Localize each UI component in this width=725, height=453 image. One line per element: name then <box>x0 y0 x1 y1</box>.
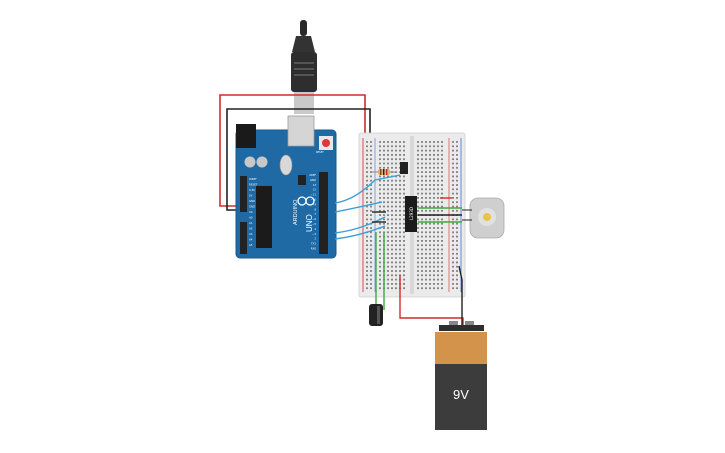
arduino-uno[interactable]: ARDUINO UNO RESET AREFGND1312~11~10~987~… <box>235 115 337 259</box>
capacitor[interactable] <box>369 304 383 326</box>
power-pin-label: GND <box>249 199 255 203</box>
digital-pin-label: 7 <box>314 212 316 216</box>
digital-pin-label: ~3 <box>312 232 316 236</box>
battery-voltage-label: 9V <box>453 387 469 402</box>
ic-label: L293D <box>409 207 414 220</box>
digital-pin-label: ~6 <box>312 217 316 221</box>
digital-pin-label: 12 <box>313 188 317 192</box>
arduino-reset-label: RESET <box>316 151 324 154</box>
digital-pin-label: ~10 <box>311 198 317 202</box>
power-pin-label: 5V <box>249 194 253 198</box>
digital-pin-label: 2 <box>314 237 316 241</box>
motor-driver-ic[interactable]: L293D <box>405 196 417 232</box>
digital-pin-label: RX0 <box>311 247 317 251</box>
resistor[interactable] <box>372 169 396 175</box>
power-pin-label: A4 <box>249 238 253 242</box>
power-pin-label: A3 <box>249 232 253 236</box>
power-pin-label: A0 <box>249 216 253 220</box>
dc-motor[interactable] <box>462 197 505 239</box>
digital-pin-label: ~11 <box>311 193 317 197</box>
digital-pin-label: 4 <box>314 227 316 231</box>
power-pin-label: IOREF <box>249 177 257 181</box>
digital-pin-label: 8 <box>314 207 316 211</box>
digital-pin-label: ~9 <box>312 202 316 206</box>
arduino-brand-text: ARDUINO <box>293 199 299 225</box>
power-pin-label: 3.3V <box>249 188 255 192</box>
arduino-model-text: UNO <box>305 214 314 232</box>
transistor[interactable] <box>400 162 408 174</box>
wire-red-top[interactable] <box>219 94 366 207</box>
digital-pin-label: ~5 <box>312 222 316 226</box>
digital-pin-label: TX1 <box>311 242 316 246</box>
power-pin-label: Vin <box>249 210 253 214</box>
power-pin-label: GND <box>249 205 255 209</box>
power-pin-label: A5 <box>249 243 253 247</box>
battery-9v[interactable]: 9V <box>435 321 487 430</box>
usb-cable[interactable] <box>291 20 317 114</box>
power-pin-label: RESET <box>249 183 258 187</box>
power-pin-label: A2 <box>249 227 253 231</box>
breadboard-wires[interactable] <box>334 174 464 326</box>
digital-pin-label: GND <box>310 178 316 182</box>
digital-pin-label: AREF <box>309 173 316 177</box>
power-pin-label: A1 <box>249 221 253 225</box>
arduino-logo-icon <box>297 196 315 206</box>
wire-black-top[interactable] <box>226 108 371 211</box>
digital-pin-label: 13 <box>313 183 317 187</box>
